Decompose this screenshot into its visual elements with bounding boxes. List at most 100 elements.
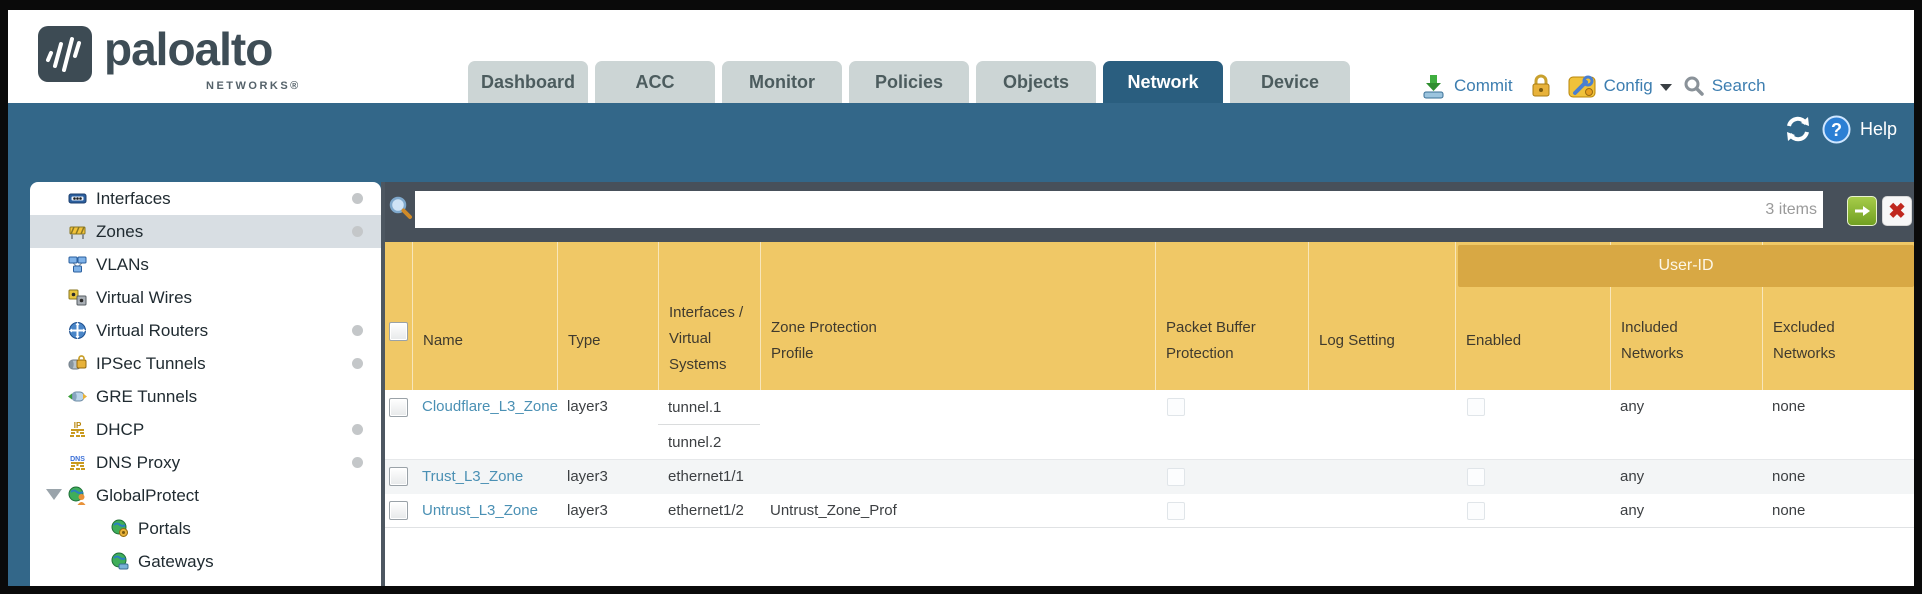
- zone-name-link[interactable]: Untrust_L3_Zone: [422, 502, 538, 519]
- column-label: Included Networks: [1621, 319, 1684, 362]
- sidebar-item-label: Portals: [138, 518, 191, 538]
- column-label: Log Setting: [1319, 332, 1395, 349]
- sidebar-item-virtual-routers[interactable]: Virtual Routers: [30, 314, 381, 347]
- header-checkbox-cell: [385, 242, 412, 390]
- select-all-checkbox[interactable]: [389, 322, 408, 341]
- sidebar-item-label: IPSec Tunnels: [96, 353, 206, 373]
- vlans-icon: [68, 256, 87, 273]
- packet-buffer-checkbox[interactable]: [1167, 468, 1185, 486]
- svg-text:?: ?: [1831, 120, 1842, 140]
- column-header-zone-protection[interactable]: Zone Protection Profile: [760, 242, 1155, 390]
- commit-button[interactable]: Commit: [1454, 76, 1513, 95]
- help-icon[interactable]: ?: [1822, 115, 1851, 144]
- column-header-type[interactable]: Type: [557, 242, 658, 390]
- user-id-enabled-checkbox[interactable]: [1467, 502, 1485, 520]
- tab-dashboard[interactable]: Dashboard: [468, 61, 588, 103]
- tab-policies[interactable]: Policies: [849, 61, 969, 103]
- expand-triangle-icon[interactable]: [46, 489, 62, 500]
- sidebar-item-vlans[interactable]: VLANs: [30, 248, 381, 281]
- brand-name: paloalto: [104, 23, 273, 75]
- search-icon[interactable]: [1683, 75, 1705, 97]
- excluded-networks-value: none: [1772, 398, 1806, 415]
- sidebar-item-label: Virtual Routers: [96, 320, 209, 340]
- filter-input[interactable]: [415, 191, 1823, 228]
- column-header-packet-buffer[interactable]: Packet Buffer Protection: [1155, 242, 1308, 390]
- apply-filter-button[interactable]: [1847, 196, 1877, 226]
- globalprotect-icon: [68, 486, 86, 505]
- config-icon[interactable]: [1567, 72, 1597, 100]
- tab-network[interactable]: Network: [1103, 61, 1223, 103]
- sidebar-item-zones[interactable]: Zones: [30, 215, 381, 248]
- network-sidebar: Interfaces Zones VLANs: [30, 182, 381, 586]
- sidebar-item-dhcp[interactable]: IP DHCP: [30, 413, 381, 446]
- tab-label: Monitor: [749, 71, 815, 92]
- packet-buffer-checkbox[interactable]: [1167, 502, 1185, 520]
- user-id-enabled-checkbox[interactable]: [1467, 468, 1485, 486]
- app-window: paloalto NETWORKS® Dashboard ACC Monitor…: [8, 10, 1914, 586]
- table-row[interactable]: Untrust_L3_Zone layer3 ethernet1/2 Untru…: [385, 494, 1914, 528]
- column-header-name[interactable]: Name: [412, 242, 557, 390]
- row-checkbox[interactable]: [389, 398, 408, 417]
- config-menu[interactable]: Config: [1603, 76, 1653, 95]
- sidebar-item-label: Gateways: [138, 551, 214, 571]
- top-header-bar: paloalto NETWORKS® Dashboard ACC Monitor…: [8, 10, 1914, 103]
- sidebar-item-gateways[interactable]: Gateways: [30, 545, 381, 578]
- filter-search-icon: [389, 196, 412, 219]
- interface-cell: tunnel.1: [658, 390, 760, 425]
- sidebar-item-virtual-wires[interactable]: Virtual Wires: [30, 281, 381, 314]
- tab-acc[interactable]: ACC: [595, 61, 715, 103]
- table-row[interactable]: Cloudflare_L3_Zone layer3 tunnel.1 tunne…: [385, 390, 1914, 460]
- sidebar-item-globalprotect[interactable]: GlobalProtect: [30, 479, 381, 512]
- column-label: Zone Protection Profile: [771, 319, 877, 362]
- status-dot: [352, 457, 363, 468]
- clear-filter-button[interactable]: ✖: [1882, 196, 1912, 226]
- tab-monitor[interactable]: Monitor: [722, 61, 842, 103]
- portals-icon: [111, 519, 128, 537]
- sidebar-item-gre-tunnels[interactable]: GRE Tunnels: [30, 380, 381, 413]
- sidebar-item-dns-proxy[interactable]: DNS DNS Proxy: [30, 446, 381, 479]
- tab-label: Dashboard: [480, 71, 576, 92]
- refresh-icon[interactable]: [1783, 114, 1813, 144]
- commit-icon[interactable]: [1420, 73, 1447, 100]
- table-row[interactable]: Trust_L3_Zone layer3 ethernet1/1 any non…: [385, 460, 1914, 494]
- zones-icon: [69, 226, 86, 239]
- sidebar-item-portals[interactable]: Portals: [30, 512, 381, 545]
- column-header-enabled[interactable]: Enabled: [1455, 242, 1610, 390]
- gateways-icon: [111, 552, 129, 570]
- sidebar-item-ipsec-tunnels[interactable]: IPSec Tunnels: [30, 347, 381, 380]
- row-checkbox[interactable]: [389, 467, 408, 486]
- zone-type: layer3: [567, 398, 608, 415]
- interface-value: ethernet1/1: [668, 468, 744, 485]
- sidebar-item-label: Interfaces: [96, 188, 171, 208]
- column-label: Enabled: [1466, 332, 1522, 349]
- interface-value: tunnel.2: [668, 434, 722, 451]
- tab-device[interactable]: Device: [1230, 61, 1350, 103]
- row-checkbox[interactable]: [389, 501, 408, 520]
- sidebar-item-label: DHCP: [96, 419, 145, 439]
- lock-icon[interactable]: [1528, 72, 1554, 100]
- tab-label: Network: [1127, 71, 1199, 92]
- status-dot: [352, 424, 363, 435]
- packet-buffer-checkbox[interactable]: [1167, 398, 1185, 416]
- status-dot: [352, 325, 363, 336]
- status-dot: [352, 226, 363, 237]
- help-label[interactable]: Help: [1860, 118, 1898, 139]
- sidebar-item-interfaces[interactable]: Interfaces: [30, 182, 381, 215]
- search-button[interactable]: Search: [1711, 76, 1766, 95]
- included-networks-value: any: [1620, 398, 1645, 415]
- column-header-log-setting[interactable]: Log Setting: [1308, 242, 1455, 390]
- table-header: Name Type Interfaces / Virtual Systems Z…: [385, 242, 1914, 390]
- tab-objects[interactable]: Objects: [976, 61, 1096, 103]
- zone-name-link[interactable]: Trust_L3_Zone: [422, 468, 524, 485]
- zone-protection-profile: Untrust_Zone_Prof: [770, 502, 897, 519]
- sidebar-item-label: GlobalProtect: [96, 485, 199, 505]
- column-header-included-networks[interactable]: Included Networks: [1610, 242, 1762, 390]
- user-id-enabled-checkbox[interactable]: [1467, 398, 1485, 416]
- zone-name-link[interactable]: Cloudflare_L3_Zone: [422, 398, 558, 415]
- table-body: Cloudflare_L3_Zone layer3 tunnel.1 tunne…: [385, 390, 1914, 528]
- chevron-down-icon[interactable]: [1659, 83, 1672, 91]
- column-header-excluded-networks[interactable]: Excluded Networks: [1762, 242, 1914, 390]
- sidebar-divider: [381, 182, 385, 586]
- column-header-interfaces[interactable]: Interfaces / Virtual Systems: [658, 242, 760, 390]
- arrow-right-icon: [1855, 206, 1870, 216]
